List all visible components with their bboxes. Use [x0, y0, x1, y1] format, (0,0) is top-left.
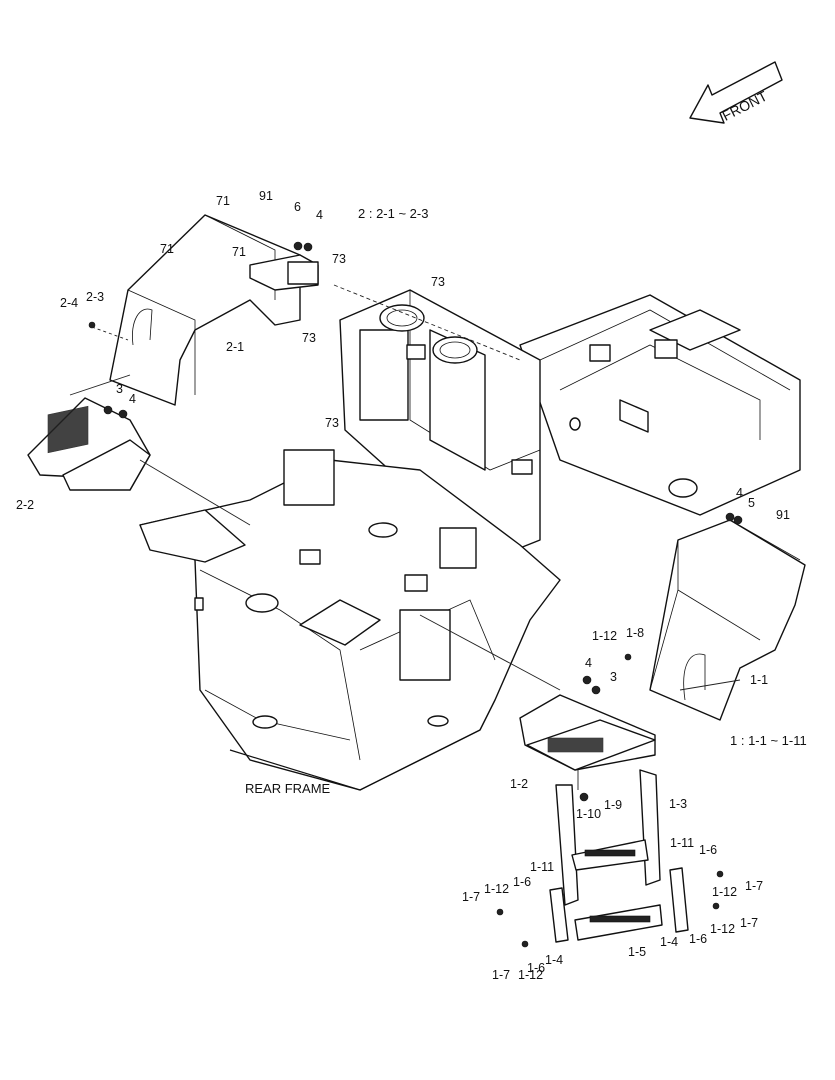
callout-1-4: 1-4 — [660, 935, 678, 949]
callout-1-4: 1-4 — [545, 953, 563, 967]
callout-2-4: 2-4 — [60, 296, 78, 310]
callout-4: 4 — [316, 208, 323, 222]
rear-frame-label: REAR FRAME — [245, 781, 331, 796]
leader-lines — [69, 284, 741, 790]
rear-frame — [139, 289, 801, 791]
callout-1-7: 1-7 — [462, 890, 480, 904]
callout-1-6: 1-6 — [513, 875, 531, 889]
callout-5: 5 — [748, 496, 755, 510]
group-note-1: 1 : 1-1 ~ 1-11 — [730, 733, 807, 748]
callout-6: 6 — [294, 200, 301, 214]
callout-3: 3 — [116, 382, 123, 396]
callout-2-1: 2-1 — [226, 340, 244, 354]
callout-1-6: 1-6 — [527, 961, 545, 975]
callout-1-1: 1-1 — [750, 673, 768, 687]
callout-4: 4 — [736, 486, 743, 500]
callout-2-2: 2-2 — [16, 498, 34, 512]
callout-1-11: 1-11 — [670, 836, 694, 850]
callout-1-2: 1-2 — [510, 777, 528, 791]
callout-1-12: 1-12 — [592, 629, 617, 643]
callout-1-6: 1-6 — [699, 843, 717, 857]
callout-1-6: 1-6 — [689, 932, 707, 946]
callout-91: 91 — [259, 189, 273, 203]
step-2-2 — [27, 397, 151, 491]
callout-71: 71 — [160, 242, 174, 256]
bracket-1-4-right — [669, 867, 689, 933]
callout-1-5: 1-5 — [628, 945, 646, 959]
callout-4: 4 — [585, 656, 592, 670]
callout-71: 71 — [232, 245, 246, 259]
group-note-2: 2 : 2-1 ~ 2-3 — [358, 206, 428, 221]
callout-3: 3 — [610, 670, 617, 684]
step-tread-grid-2-2 — [47, 405, 89, 454]
callout-2-3: 2-3 — [86, 290, 104, 304]
bracket-1-4-left — [549, 887, 569, 943]
callout-73: 73 — [431, 275, 445, 289]
callout-1-7: 1-7 — [740, 916, 758, 930]
callout-1-12: 1-12 — [518, 968, 543, 982]
callout-73: 73 — [325, 416, 339, 430]
step-1-2 — [519, 694, 656, 771]
callout-73: 73 — [302, 331, 316, 345]
callout-71: 71 — [216, 194, 230, 208]
callout-1-10: 1-10 — [576, 807, 601, 821]
callout-1-3: 1-3 — [669, 797, 687, 811]
callout-labels: 71 91 6 4 71 71 73 73 73 73 2-4 2-3 2-1 … — [16, 189, 790, 982]
callout-1-12: 1-12 — [484, 882, 509, 896]
callout-4: 4 — [129, 392, 136, 406]
callout-1-7: 1-7 — [745, 879, 763, 893]
callout-1-12: 1-12 — [712, 885, 737, 899]
callout-91: 91 — [776, 508, 790, 522]
callout-73: 73 — [332, 252, 346, 266]
callout-1-7: 1-7 — [492, 968, 510, 982]
fender-1-1 — [649, 519, 806, 721]
fender-2-1 — [109, 214, 319, 406]
callout-1-8: 1-8 — [626, 626, 644, 640]
callout-1-11: 1-11 — [530, 860, 554, 874]
hardware — [88, 241, 743, 948]
front-arrow: FRONT — [689, 61, 783, 124]
callout-1-9: 1-9 — [604, 798, 622, 812]
ladder-1-3 — [555, 769, 661, 906]
step-1-5 — [574, 904, 663, 941]
callout-1-12: 1-12 — [710, 922, 735, 936]
